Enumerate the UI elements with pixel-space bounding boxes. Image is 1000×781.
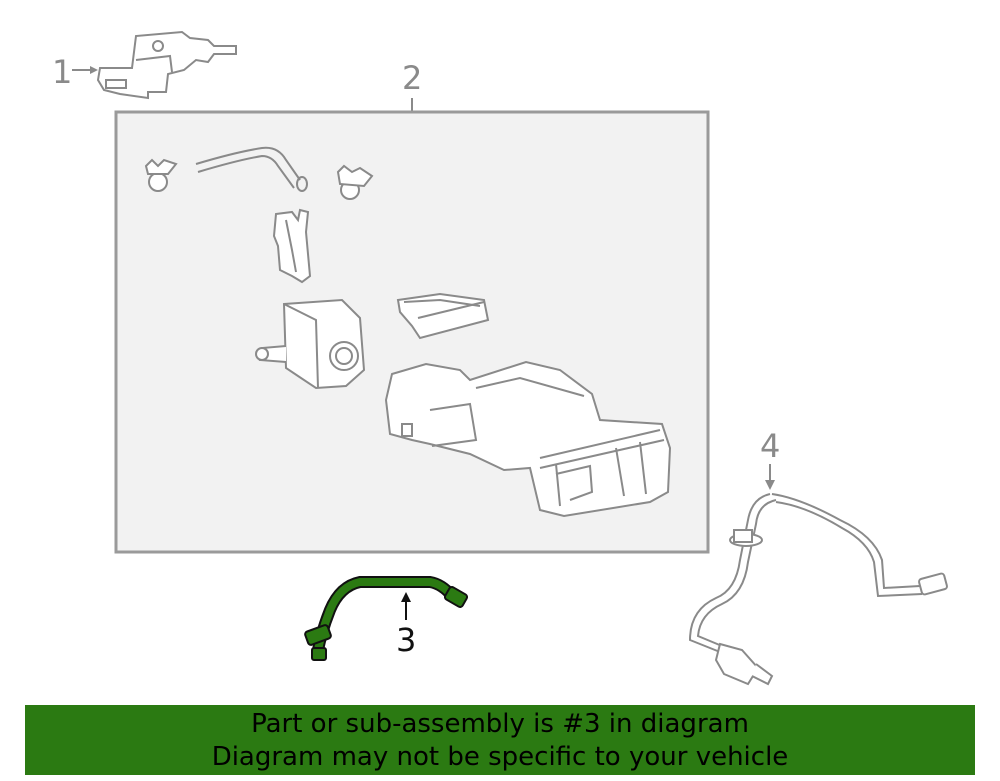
part-3-highlighted-hose[interactable] (304, 576, 469, 661)
callout-1-arrow (90, 66, 98, 74)
part-info-banner: Part or sub-assembly is #3 in diagram Di… (25, 705, 975, 775)
vapor-hose (195, 146, 308, 192)
canister-bracket (396, 292, 490, 340)
callout-4-arrow (765, 480, 775, 490)
callout-3-number[interactable]: 3 (396, 621, 417, 659)
callout-1-number[interactable]: 1 (52, 53, 73, 91)
hose-clip-right (336, 164, 374, 200)
callout-3-arrow (401, 592, 411, 602)
vacuum-switching-valve (255, 298, 366, 390)
mount-bracket (272, 208, 312, 284)
vehicle-disclaimer-line: Diagram may not be specific to your vehi… (211, 742, 789, 772)
part-4-sensor-hose[interactable] (688, 493, 948, 686)
callout-4-number[interactable]: 4 (760, 427, 781, 465)
hose-clip-left (144, 158, 178, 192)
parts-diagram (72, 30, 948, 686)
part-info-line: Part or sub-assembly is #3 in diagram (251, 709, 749, 739)
callout-2-number[interactable]: 2 (402, 59, 423, 97)
part-1-bracket[interactable] (96, 30, 237, 100)
charcoal-canister (384, 360, 672, 518)
